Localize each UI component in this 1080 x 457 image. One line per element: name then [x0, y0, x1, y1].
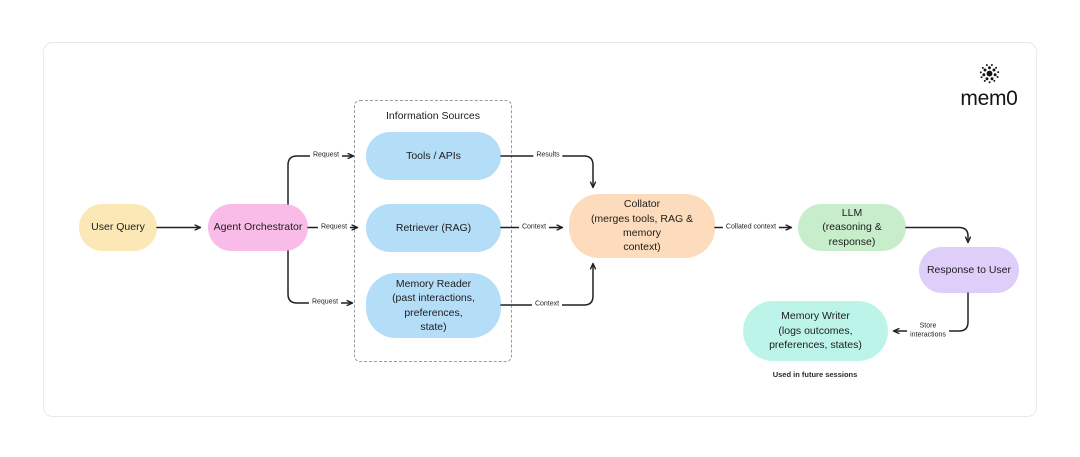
node-tools-apis: Tools / APIs: [366, 132, 501, 180]
diagram-canvas: Information Sources User Query Agent Orc…: [43, 42, 1037, 417]
node-collator: Collator (merges tools, RAG & memory con…: [569, 194, 715, 258]
node-title: Agent Orchestrator: [213, 221, 303, 234]
edge-label-request-bottom: Request: [308, 297, 342, 309]
edge-label-context-bottom: Context: [531, 299, 563, 311]
mem0-logo: mem0: [944, 62, 1034, 110]
mem0-dotted-sphere-icon: [979, 64, 999, 84]
edge-label-request-top: Request: [309, 150, 343, 162]
footnote-used-in-future-sessions: Used in future sessions: [772, 370, 858, 379]
edge-llm-response: [905, 226, 968, 243]
node-title: Tools / APIs: [406, 149, 461, 162]
mem0-wordmark: mem0: [960, 87, 1018, 110]
node-subtitle: (merges tools, RAG & memory context): [590, 212, 694, 254]
edge-label-results: Results: [533, 150, 563, 162]
edge-label-collated-context: Collated context: [722, 222, 780, 233]
node-title: LLM: [841, 206, 863, 219]
node-retriever-rag: Retriever (RAG): [366, 204, 501, 252]
information-sources-group: Information Sources: [354, 100, 512, 362]
edge-label-context-middle: Context: [518, 222, 550, 233]
node-user-query: User Query: [79, 204, 157, 251]
node-title: User Query: [91, 221, 145, 234]
edge-label-request-middle: Request: [317, 222, 351, 233]
node-title: Memory Writer: [781, 310, 850, 323]
node-response-to-user: Response to User: [919, 247, 1019, 293]
node-memory-reader: Memory Reader (past interactions, prefer…: [366, 273, 501, 338]
node-memory-writer: Memory Writer (logs outcomes, preference…: [743, 301, 888, 361]
edge-orchestrator-memoryreader: [287, 250, 352, 303]
node-subtitle: (past interactions, preferences, state): [392, 292, 475, 333]
node-subtitle: (reasoning & response): [822, 221, 882, 248]
node-llm: LLM (reasoning & response): [798, 204, 906, 251]
edge-label-store-interactions: Store interactions: [907, 321, 949, 341]
node-agent-orchestrator: Agent Orchestrator: [208, 204, 308, 251]
node-title: Memory Reader: [395, 277, 472, 290]
node-title: Collator: [623, 198, 661, 211]
group-label: Information Sources: [386, 110, 480, 122]
node-title: Retriever (RAG): [395, 221, 472, 234]
node-title: Response to User: [926, 263, 1012, 276]
node-subtitle: (logs outcomes, preferences, states): [769, 324, 862, 352]
edge-orchestrator-tools: [287, 156, 353, 205]
